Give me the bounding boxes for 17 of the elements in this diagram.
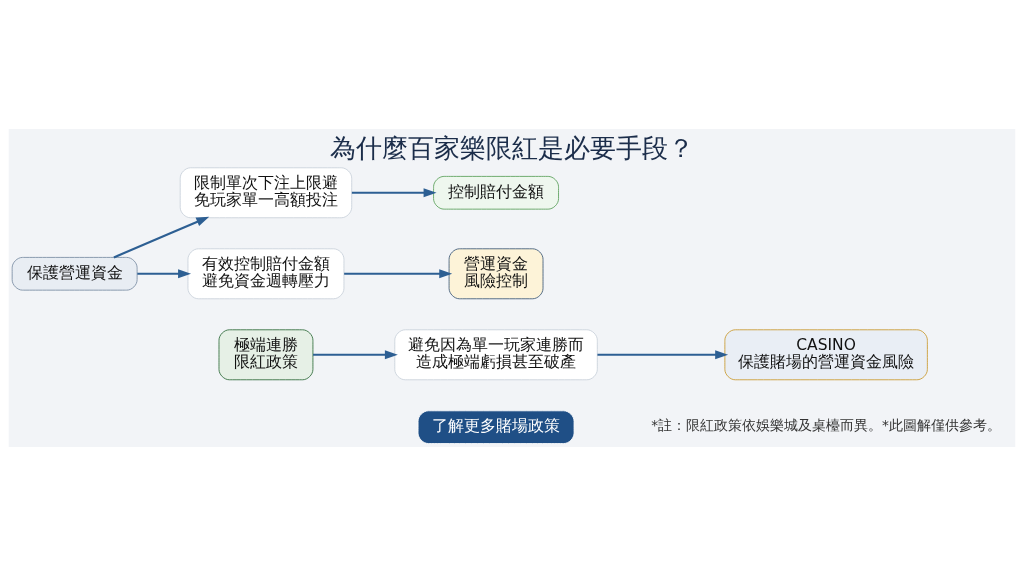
node-box: CASINO 保護賭場的營運資金風險 [724, 329, 928, 381]
caption: *註：限紅政策依娛樂城及桌檯而異。*此圖解僅供參考。 [651, 417, 1001, 434]
arrow [344, 269, 453, 279]
node-box: 有效控制賠付金額避免資金週轉壓力 [187, 248, 345, 300]
node-box: 極端連勝 限紅政策 [218, 329, 314, 381]
arrow [597, 350, 729, 360]
diagram-title: 為什麼百家樂限紅是必要手段？ [330, 132, 694, 163]
node-box: 營運資金 風險控制 [448, 248, 544, 300]
arrow [137, 269, 192, 279]
node-box: 了解更多賭場政策 [417, 410, 575, 444]
node-box: 保護營運資金 [11, 257, 138, 291]
arrow [351, 188, 437, 198]
arrow [313, 350, 398, 360]
node-box: 控制賠付金額 [433, 175, 559, 210]
node-box: 限制單次下注上限避免玩家單一高額投注 [179, 167, 353, 219]
arrow [113, 216, 210, 259]
node-box: 避免因為單一玩家連勝而造成極端虧損甚至破產 [394, 329, 598, 381]
